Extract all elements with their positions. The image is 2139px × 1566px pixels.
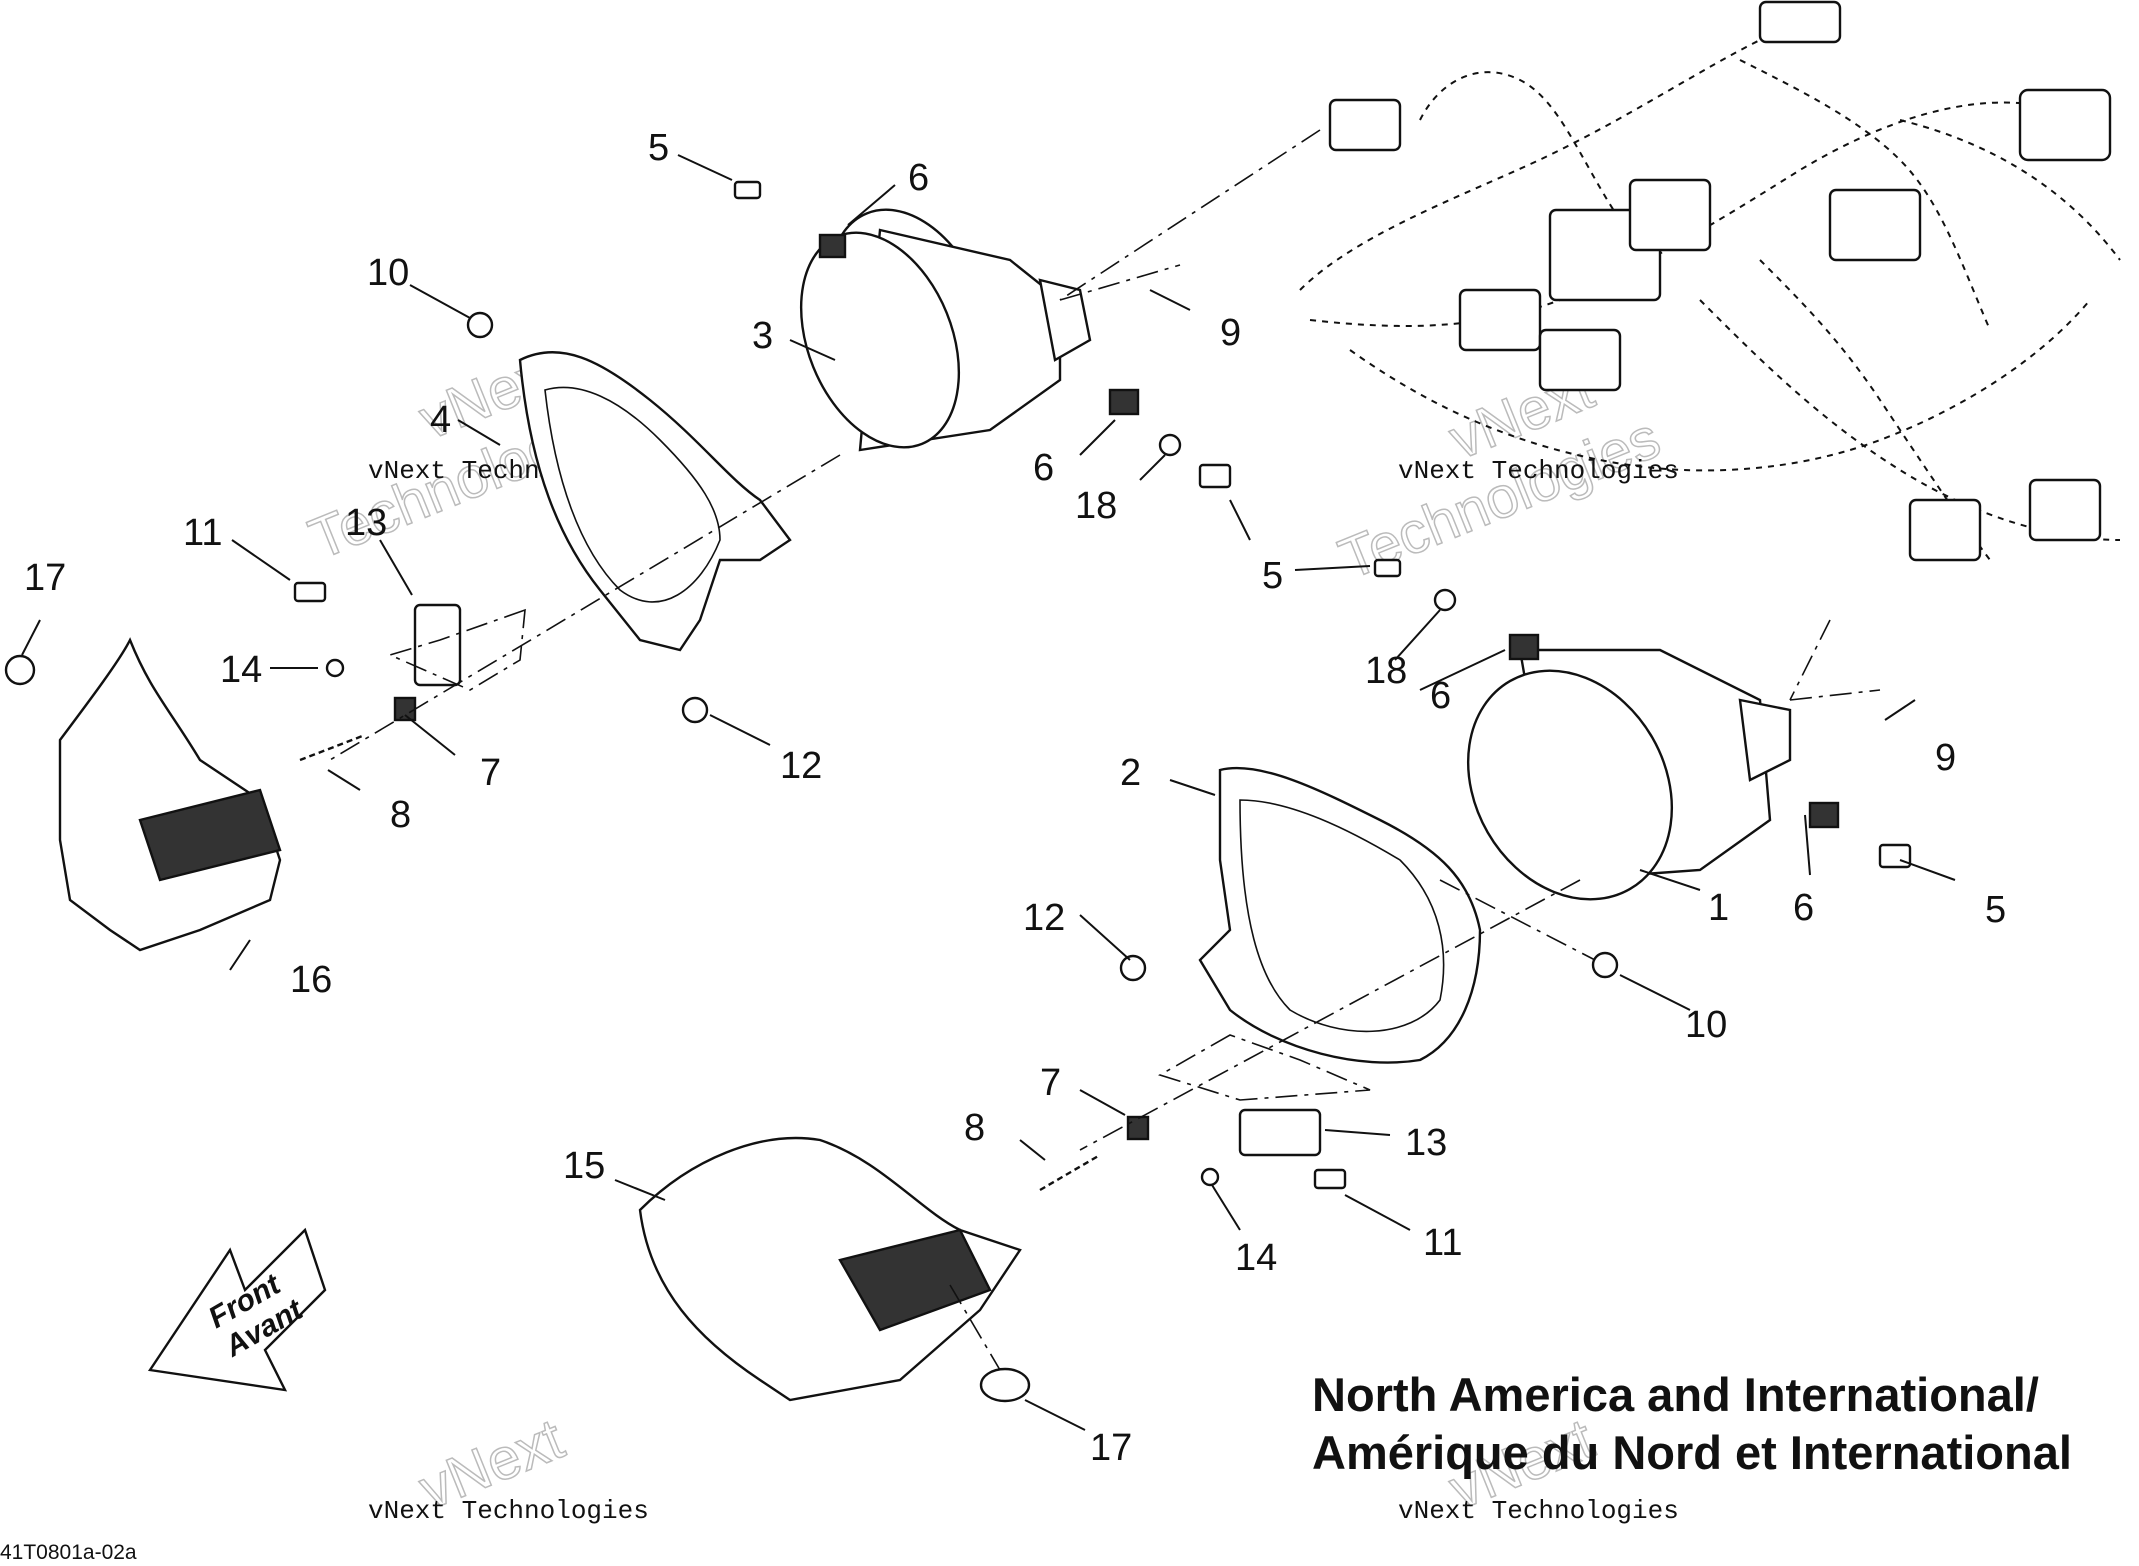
wiring-harness [1299, 0, 2121, 562]
bracket-lower [1198, 766, 1482, 1064]
callout-5: 5 [1985, 889, 2006, 931]
callout-15: 15 [563, 1145, 605, 1187]
svg-text:vNext Technologies: vNext Technologies [368, 1496, 649, 1526]
headlamp-lower [1466, 648, 1792, 901]
callout-17: 17 [1090, 1427, 1132, 1469]
svg-text:vNext Technologies: vNext Technologies [1398, 456, 1679, 486]
callout-5: 5 [648, 127, 669, 169]
callout-7: 7 [1040, 1062, 1061, 1104]
callout-5: 5 [1262, 555, 1283, 597]
callout-10: 10 [367, 252, 409, 294]
callout-13: 13 [1405, 1122, 1447, 1164]
callout-7: 7 [480, 752, 501, 794]
region-title-line-1: North America and International/ [1312, 1368, 2039, 1421]
svg-text:vNext Technologies: vNext Technologies [1398, 1496, 1679, 1526]
callout-2: 2 [1120, 752, 1141, 794]
callout-16: 16 [290, 959, 332, 1001]
callout-10: 10 [1685, 1004, 1727, 1046]
callout-9: 9 [1935, 737, 1956, 779]
callout-3: 3 [752, 315, 773, 357]
assembly-lines [329, 129, 1881, 1371]
callout-6: 6 [1430, 675, 1451, 717]
callout-14: 14 [1235, 1237, 1277, 1279]
callout-11: 11 [183, 512, 222, 554]
callout-8: 8 [964, 1107, 985, 1149]
callout-18: 18 [1365, 650, 1407, 692]
cover-right [638, 1136, 1022, 1402]
region-title: North America and International/ Amériqu… [1312, 1366, 2072, 1482]
callout-9: 9 [1220, 312, 1241, 354]
hardware [4, 180, 1912, 1403]
region-title-line-2: Amérique du Nord et International [1312, 1426, 2072, 1479]
callout-17: 17 [24, 557, 66, 599]
callout-12: 12 [1023, 897, 1065, 939]
callout-6: 6 [1033, 447, 1054, 489]
watermark-top-right: vNext Technologies vNext Technologies [1330, 355, 1679, 592]
callout-1: 1 [1708, 887, 1729, 929]
drawing-code: 41T0801a-02a [0, 1541, 137, 1564]
callout-13: 13 [345, 502, 387, 544]
bracket-upper [518, 351, 792, 652]
leader-lines [21, 154, 1956, 1431]
callout-6: 6 [1793, 887, 1814, 929]
watermark-bottom-left: vNext vNext Technologies [368, 1405, 649, 1526]
headlamp-upper [799, 208, 1092, 452]
callout-14: 14 [220, 649, 262, 691]
callout-6: 6 [908, 157, 929, 199]
callout-11: 11 [1423, 1222, 1462, 1264]
front-direction-arrow: Front Avant [147, 1227, 327, 1392]
callout-18: 18 [1075, 485, 1117, 527]
callout-12: 12 [780, 745, 822, 787]
callout-labels: 1 2 3 4 5 5 5 6 6 6 6 7 7 8 8 9 9 10 10 … [24, 127, 2006, 1469]
callout-8: 8 [390, 794, 411, 836]
callout-4: 4 [430, 399, 451, 441]
cover-left [58, 637, 282, 952]
